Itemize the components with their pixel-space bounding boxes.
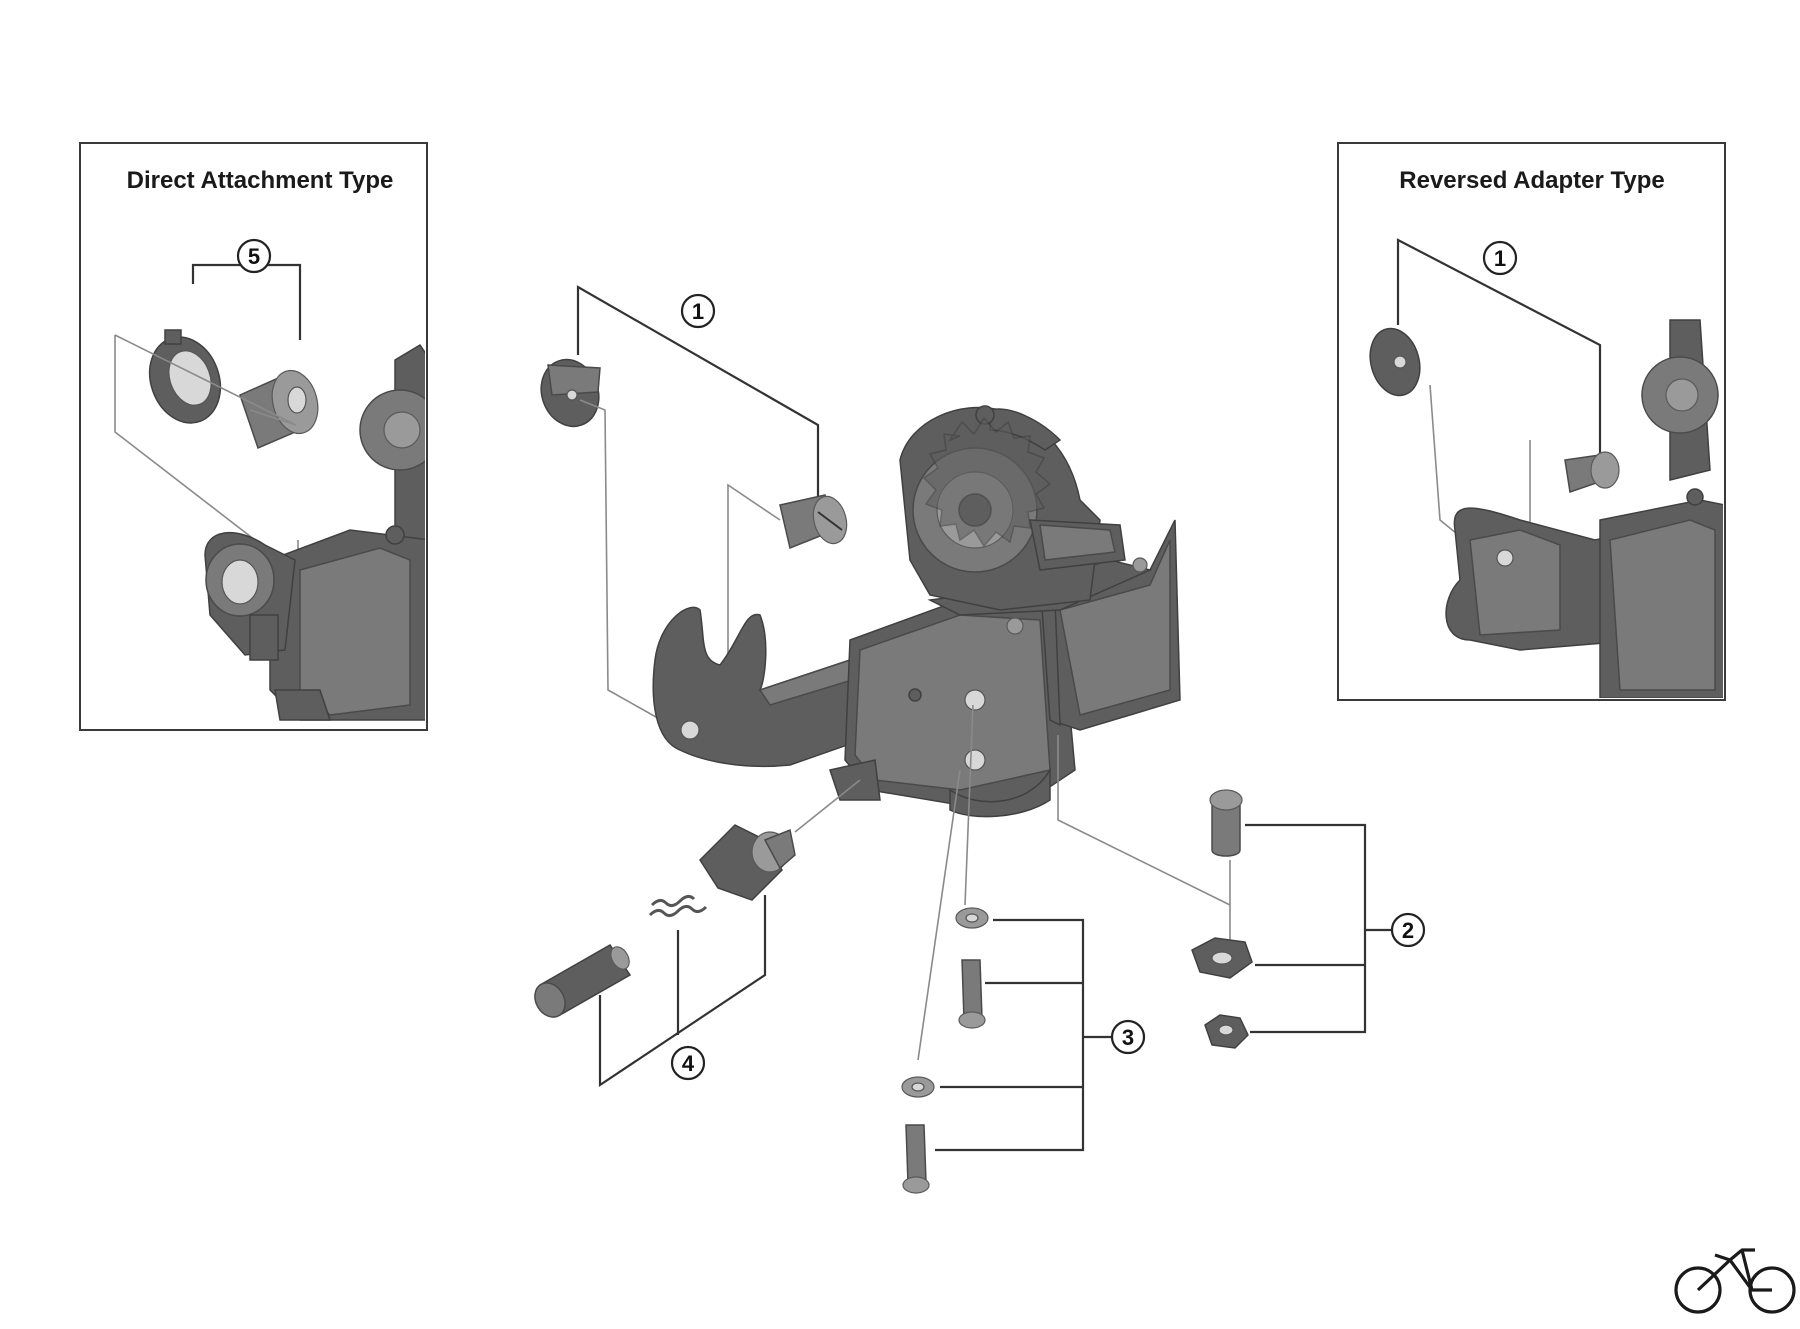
adapter-washer-part [1369,327,1421,397]
callout-5: 5 [191,238,302,340]
b-tension-bolt-part [1209,789,1243,857]
cable-adjuster-nut-part [699,824,796,901]
svg-text:4: 4 [682,1051,695,1076]
hex-nut-part [1191,937,1253,979]
svg-text:1: 1 [1494,246,1506,271]
derailleur-partial-right [1445,319,1723,698]
lock-ring-part [148,329,222,424]
upper-washer-part [955,907,989,929]
direct-attachment-title: Direct Attachment Type [127,167,394,194]
lower-washer-part [901,1076,935,1098]
direct-attachment-panel: Direct Attachment Type 5 [79,142,428,731]
lock-nut-part [1204,1014,1249,1049]
pulley-wheel-part [922,416,1052,548]
adjuster-barrel-part [534,944,632,1018]
callout-3: 3 [935,918,1146,1152]
svg-text:1: 1 [692,299,704,324]
lower-pin-bolt-part [902,1124,930,1194]
callout-2: 2 [1245,823,1426,1034]
svg-text:2: 2 [1402,918,1414,943]
main-derailleur-assembly: 1 [534,285,1426,1194]
adapter-bolt-part [1564,451,1620,493]
svg-text:3: 3 [1122,1025,1134,1050]
reversed-adapter-title: Reversed Adapter Type [1399,167,1664,194]
bicycle-icon [1674,1248,1796,1314]
end-cap-part [540,358,601,428]
reversed-adapter-panel: Reversed Adapter Type 1 [1337,142,1726,701]
callout-4: 4 [598,895,767,1088]
mount-bolt-part [779,494,848,550]
derailleur-partial-left [204,343,425,721]
derailleur-body-part [829,599,1076,818]
upper-pin-bolt-part [958,959,986,1029]
callout-1: 1 [576,285,820,515]
svg-text:5: 5 [248,244,260,269]
adjuster-spring-part [648,894,708,918]
callout-1-right: 1 [1396,238,1602,455]
